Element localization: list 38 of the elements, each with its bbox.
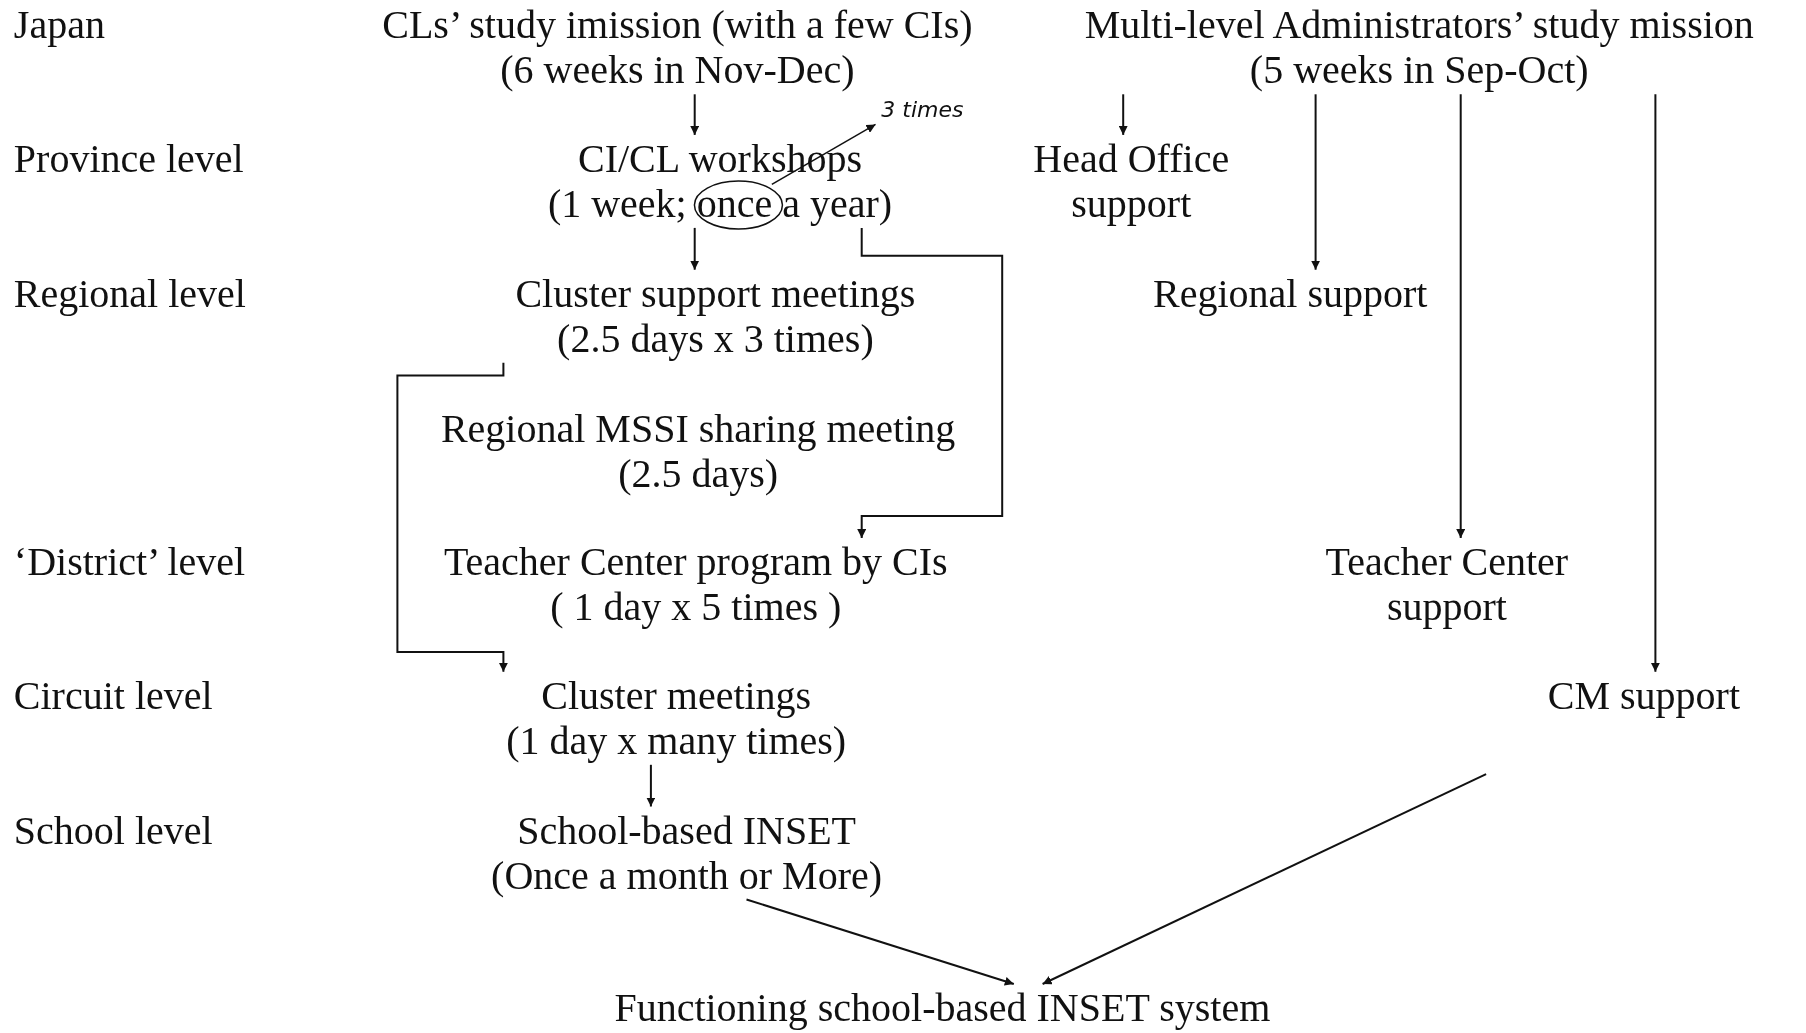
arrow (1650, 93, 1660, 673)
node-text: (2.5 days) (617, 450, 779, 496)
arrow (1311, 93, 1321, 271)
node-text: (Once a month or More) (491, 852, 883, 898)
arrow (1118, 93, 1128, 136)
node-text: CM support (1547, 672, 1740, 718)
node-text: (1 week; once a year) (547, 180, 893, 226)
arrow (857, 226, 1004, 540)
node-text: School-based INSET (516, 807, 857, 853)
arrow (1456, 93, 1466, 540)
handwritten-note: 3 times (881, 96, 964, 123)
node-text: (1 day x many times) (506, 717, 847, 763)
level-label: Japan (13, 2, 105, 48)
arrow (646, 763, 656, 808)
node-text: (2.5 days x 3 times) (556, 315, 874, 361)
node-text: Multi-level Administrators’ study mission (1084, 2, 1754, 48)
node-text: (6 weeks in Nov-Dec) (499, 47, 856, 93)
node-text: ( 1 day x 5 times ) (549, 584, 843, 630)
level-label: Regional level (13, 270, 246, 316)
node-text: Functioning school-based INSET system (614, 984, 1271, 1030)
node-text: CLs’ study imission (with a few CIs) (382, 2, 973, 48)
node-text: Head Office support (1032, 135, 1231, 226)
level-label: ‘District’ level (13, 539, 246, 585)
level-label: School level (13, 807, 213, 853)
node-text: Regional support (1153, 270, 1428, 316)
node-text: Teacher Center support (1324, 539, 1570, 630)
arrow (1041, 773, 1488, 985)
node-text: Teacher Center program by CIs (443, 539, 948, 585)
arrow (745, 898, 1015, 986)
node-text: Cluster support meetings (515, 270, 916, 316)
node-text: (5 weeks in Sep-Oct) (1248, 47, 1590, 93)
arrow (690, 93, 700, 136)
node-text: Cluster meetings (540, 672, 813, 718)
level-label: Province level (13, 135, 244, 181)
node-text: Regional MSSI sharing meeting (440, 405, 956, 451)
arrow (396, 361, 508, 673)
arrow (690, 226, 700, 271)
level-label: Circuit level (13, 672, 213, 718)
